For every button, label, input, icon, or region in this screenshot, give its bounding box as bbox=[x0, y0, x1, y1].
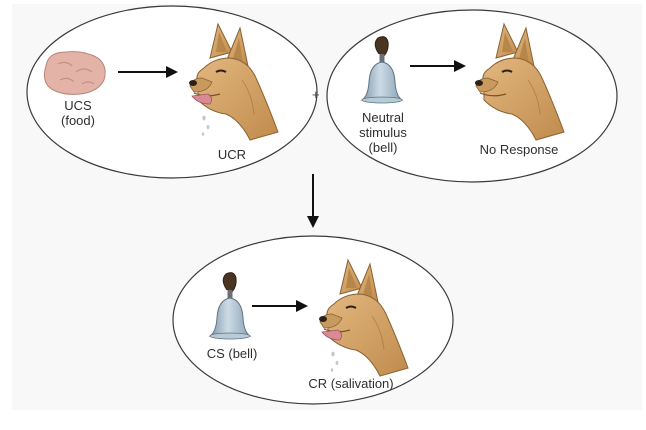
down-arrow bbox=[307, 174, 319, 228]
cs-label: CS (bell) bbox=[200, 346, 264, 361]
food-icon bbox=[44, 52, 105, 95]
plus-sign: + bbox=[312, 87, 320, 102]
cr-label: CR (salivation) bbox=[296, 376, 406, 391]
ucr-label: UCR bbox=[212, 147, 252, 162]
ucs-ucr-group bbox=[27, 6, 317, 178]
no-response-label: No Response bbox=[474, 142, 564, 157]
neutral-group bbox=[327, 10, 617, 182]
ucs-label: UCS (food) bbox=[52, 98, 104, 128]
neutral-stimulus-label: Neutral stimulus (bell) bbox=[352, 110, 414, 155]
